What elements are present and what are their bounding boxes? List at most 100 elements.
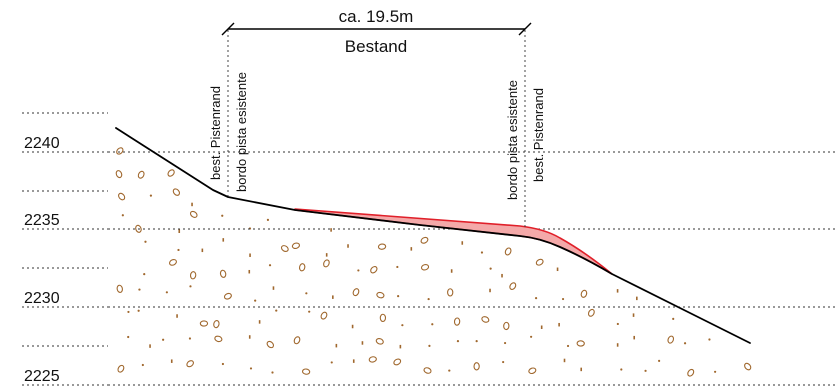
soil-grain: [580, 367, 583, 372]
soil-grain: [633, 335, 636, 340]
dimension-label: ca. 19.5m: [339, 7, 414, 26]
soil-grain: [708, 338, 711, 341]
soil-grain: [352, 288, 360, 297]
soil-grain: [667, 335, 675, 344]
soil-grain: [219, 269, 227, 278]
soil-grain: [375, 338, 384, 345]
soil-grain: [563, 358, 566, 363]
soil-grain: [744, 362, 752, 371]
soil-grain: [308, 310, 311, 313]
dimension-tick-left: [221, 22, 235, 36]
soil-grain: [280, 245, 289, 253]
soil-grain: [199, 320, 209, 327]
soil-grain: [587, 308, 595, 317]
elevation-label-2240: 2240: [24, 135, 60, 152]
soil-grain: [420, 236, 429, 244]
soil-grain: [616, 343, 619, 347]
soil-grain: [191, 202, 193, 207]
soil-grain: [115, 170, 123, 179]
soil-grain: [272, 286, 275, 290]
soil-grain: [509, 282, 517, 291]
soil-grain: [188, 337, 192, 340]
soil-grain: [177, 248, 180, 252]
soil-grain: [214, 335, 223, 343]
soil-grain: [143, 273, 146, 276]
fill-area: [294, 208, 613, 275]
soil-grain: [357, 269, 360, 272]
soil-grain: [453, 317, 461, 326]
soil-grain: [118, 192, 126, 201]
soil-grain: [223, 292, 232, 300]
soil-grain: [249, 367, 253, 370]
soil-grain: [137, 309, 140, 312]
soil-grain: [149, 194, 153, 197]
soil-grain: [503, 341, 507, 345]
soil-grain: [189, 210, 198, 218]
soil-grain: [176, 314, 178, 318]
soil-grain: [291, 242, 301, 250]
terrain-profile-line: [115, 127, 751, 344]
right-edge-label-de: best. Pistenrand: [531, 88, 546, 182]
soil-grain: [556, 267, 559, 272]
soil-grain: [368, 356, 377, 363]
soil-grain: [141, 363, 144, 367]
soil-grain: [221, 362, 225, 366]
soil-grain: [480, 251, 484, 254]
soil-grain: [528, 367, 537, 375]
soil-grain: [121, 214, 124, 217]
left-edge-label-de: best. Pistenrand: [208, 86, 223, 180]
soil-grain: [320, 311, 328, 320]
soil-grain: [540, 325, 543, 329]
dimension-tick-right: [518, 22, 532, 36]
soil-grain: [683, 342, 687, 345]
soil-grain: [687, 368, 695, 377]
soil-grain: [298, 263, 306, 272]
soil-grain: [399, 344, 402, 349]
soil-grain: [401, 324, 404, 327]
soil-texture: [115, 147, 752, 377]
soil-grain: [332, 295, 334, 299]
soil-grain: [450, 269, 453, 273]
soil-grain: [377, 243, 387, 250]
soil-grain: [213, 319, 220, 329]
soil-grain: [254, 299, 257, 302]
dimension-subtitle: Bestand: [345, 37, 407, 56]
soil-grain: [461, 241, 464, 245]
soil-grain: [275, 309, 278, 312]
soil-grain: [186, 360, 194, 368]
soil-grain: [423, 367, 432, 374]
soil-grain: [473, 362, 480, 371]
soil-grain: [170, 359, 173, 363]
soil-grain: [248, 269, 251, 274]
right-edge-label-it: bordo pista esistente: [505, 80, 520, 200]
soil-grain: [580, 289, 588, 298]
soil-grain: [266, 218, 270, 222]
soil-grain: [301, 368, 311, 375]
soil-grain: [165, 291, 168, 294]
soil-grain: [489, 288, 491, 293]
soil-grain: [138, 288, 141, 291]
soil-grain: [323, 259, 330, 268]
soil-grain: [396, 265, 399, 269]
soil-grain: [427, 297, 430, 301]
soil-grain: [352, 359, 355, 363]
soil-grain: [428, 344, 431, 347]
soil-grain: [561, 297, 565, 301]
soil-grain: [448, 369, 451, 372]
soil-grain: [201, 248, 204, 253]
soil-grain: [249, 253, 251, 257]
soil-grain: [162, 338, 165, 341]
soil-grain: [135, 224, 142, 233]
soil-grain: [632, 313, 635, 317]
soil-grain: [189, 285, 192, 288]
soil-grain: [504, 247, 512, 256]
soil-grain: [616, 289, 619, 293]
soil-grain: [117, 364, 125, 373]
elevation-label-2230: 2230: [24, 290, 60, 307]
soil-grain: [305, 292, 308, 295]
soil-grain: [502, 360, 505, 364]
soil-grain: [431, 323, 434, 326]
soil-grain: [330, 361, 333, 364]
soil-grain: [535, 258, 544, 266]
soil-grain: [169, 259, 177, 266]
